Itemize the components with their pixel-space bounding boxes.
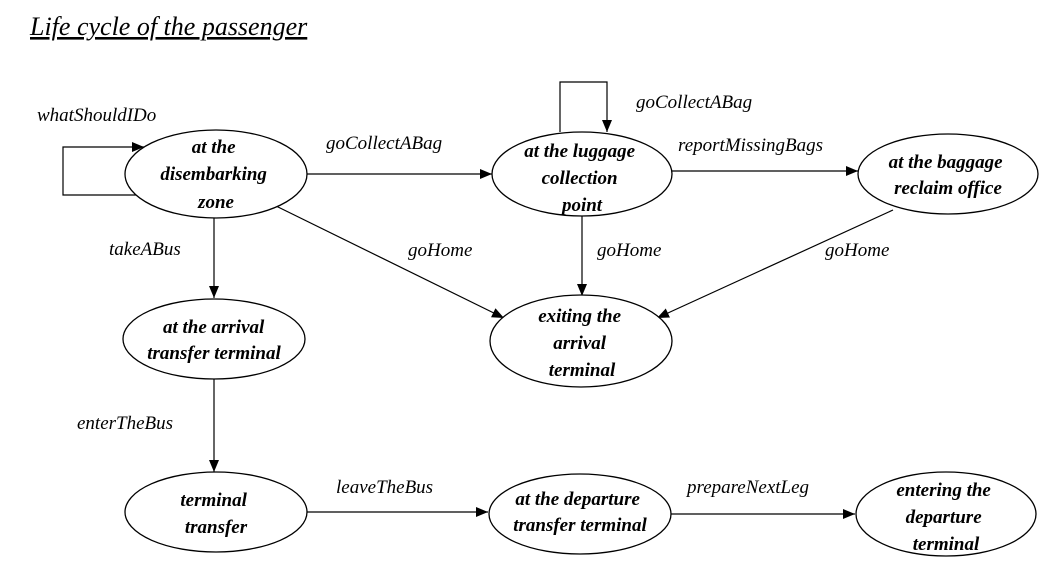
state-luggage-collection-point: at the luggage collection point — [491, 131, 673, 217]
state-label-line: transfer terminal — [147, 343, 281, 364]
state-label-line: exiting the — [538, 306, 621, 327]
svg-text:exiting the arrival: exiting the arrival terminal — [538, 306, 626, 381]
svg-text:at the baggage reclaim o: at the baggage reclaim office — [889, 152, 1008, 199]
label-go-home-2: goHome — [597, 240, 661, 261]
state-label-line: transfer terminal — [513, 515, 647, 536]
diagram-title: Life cycle of the passenger — [29, 12, 308, 41]
state-label-line: at the baggage — [889, 152, 1004, 173]
svg-text:at the arrival transfer: at the arrival transfer terminal — [147, 317, 281, 364]
state-label-line: at the arrival — [163, 317, 265, 338]
svg-text:at the departure transfe: at the departure transfer terminal — [513, 489, 647, 536]
state-label-line: at the luggage — [524, 141, 635, 162]
state-label-line: transfer — [185, 517, 248, 538]
svg-text:at the luggage collectio: at the luggage collection point — [524, 141, 640, 216]
label-take-a-bus: takeABus — [109, 239, 181, 260]
state-label-line: arrival — [553, 333, 607, 354]
state-label-line: terminal — [549, 360, 616, 381]
state-label-line: collection — [542, 168, 618, 189]
state-arrival-transfer-terminal: at the arrival transfer terminal — [122, 298, 306, 380]
state-label-line: entering the — [896, 480, 991, 501]
state-label-line: departure — [906, 507, 983, 528]
label-enter-the-bus: enterTheBus — [77, 413, 173, 434]
state-baggage-reclaim-office: at the baggage reclaim office — [857, 133, 1039, 215]
state-label-line: reclaim office — [894, 178, 1002, 199]
state-label-line: terminal — [913, 534, 980, 555]
label-report-missing-bags: reportMissingBags — [678, 135, 823, 156]
svg-text:entering the departure: entering the departure terminal — [896, 480, 995, 555]
state-label-line: at the departure — [515, 489, 640, 510]
state-label-line: zone — [197, 192, 234, 213]
state-disembarking-zone: at the disembarking zone — [124, 129, 308, 219]
svg-text:terminal transfer: terminal transfer — [180, 490, 251, 538]
transition-labels: whatShouldIDo goCollectABag goCollectABa… — [37, 92, 889, 498]
state-label-line: point — [560, 195, 603, 216]
edge-go-collect-a-bag-self — [559, 81, 612, 132]
label-go-home-1: goHome — [408, 240, 472, 261]
state-label-line: at the — [192, 137, 236, 158]
state-label-line: terminal — [180, 490, 247, 511]
state-entering-departure-terminal: entering the departure terminal — [855, 471, 1037, 557]
label-what-should-i-do: whatShouldIDo — [37, 105, 156, 126]
label-leave-the-bus: leaveTheBus — [336, 477, 433, 498]
svg-text:at the disembarking: at the disembarking zone — [160, 137, 271, 213]
label-go-collect-a-bag-self: goCollectABag — [636, 92, 752, 113]
state-exiting-arrival-terminal: exiting the arrival terminal — [489, 294, 673, 388]
label-go-collect-a-bag: goCollectABag — [326, 133, 442, 154]
label-go-home-3: goHome — [825, 240, 889, 261]
state-terminal-transfer: terminal transfer — [124, 471, 308, 553]
transition-edges — [62, 81, 894, 519]
state-label-line: disembarking — [160, 164, 267, 185]
label-prepare-next-leg: prepareNextLeg — [685, 477, 809, 498]
edge-go-home-3 — [656, 209, 894, 319]
edge-go-home-1 — [275, 205, 505, 319]
state-departure-transfer-terminal: at the departure transfer terminal — [488, 473, 672, 555]
edge-what-should-i-do — [62, 142, 144, 196]
